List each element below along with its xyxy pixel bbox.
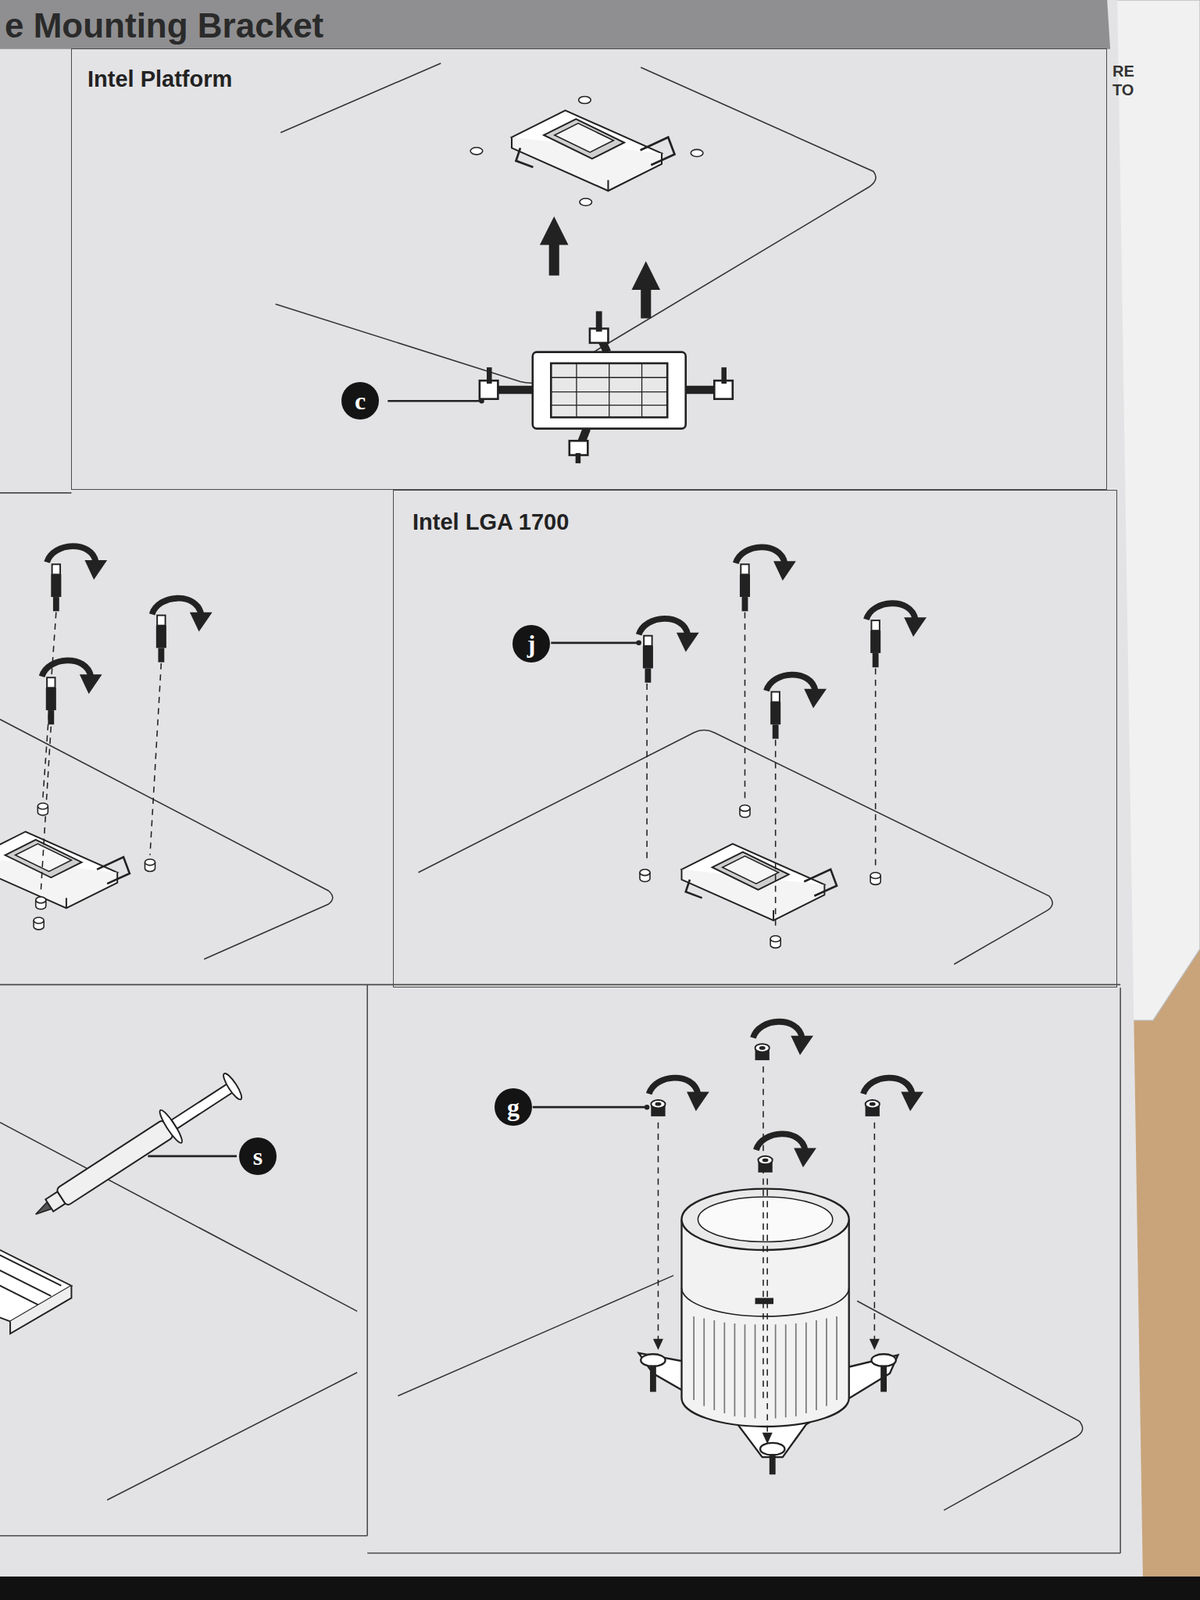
page-title: e Mounting Bracket — [4, 6, 324, 46]
callout-letter: g — [494, 1088, 533, 1126]
callout-text: g — [507, 1094, 520, 1120]
panel-heading: Intel LGA 1700 — [412, 509, 569, 536]
callout-letter: j — [512, 625, 550, 663]
instruction-panel: Intel Platform c — [71, 48, 1108, 490]
edge-fragment-text: RE — [1112, 62, 1135, 81]
callout-letter: s — [239, 1137, 277, 1175]
callout-letter: c — [341, 382, 379, 420]
panel-heading: Intel Platform — [87, 66, 233, 93]
callout-text: j — [527, 631, 536, 657]
callout-text: s — [253, 1143, 263, 1169]
instruction-panel: Intel LGA 1700 j — [392, 489, 1118, 988]
edge-fragment-text: TO — [1112, 81, 1134, 100]
callout-text: c — [354, 388, 366, 414]
